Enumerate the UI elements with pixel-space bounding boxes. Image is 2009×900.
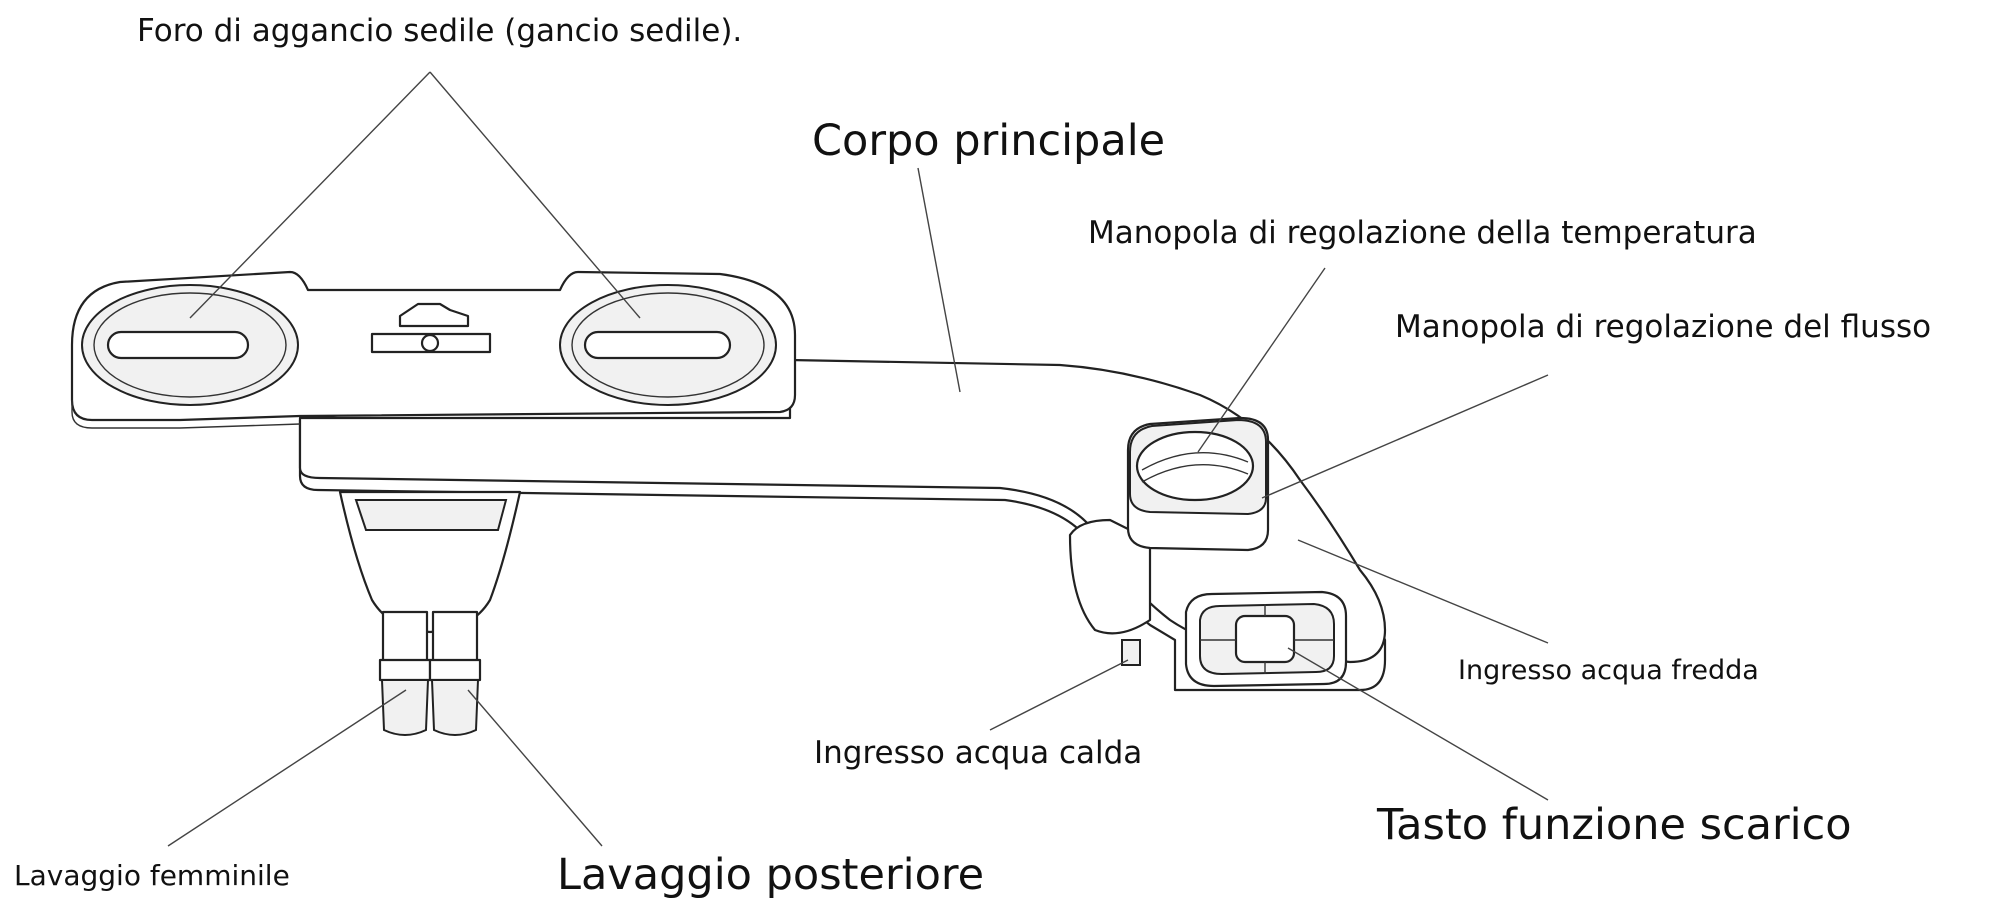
leader-hot-inlet <box>989 659 1129 731</box>
label-temperature-knob: Manopola di regolazione della temperatur… <box>1088 215 1757 251</box>
temperature-knob-grip <box>1141 452 1249 483</box>
seat-hook-hole-left-inner <box>93 292 287 398</box>
nozzle-ring-right <box>428 658 482 682</box>
nozzle-tip-right <box>430 679 480 736</box>
label-feminine-wash: Lavaggio femminile <box>14 859 290 892</box>
leader-drain-button <box>1287 647 1549 801</box>
leader-lines <box>167 71 1549 847</box>
main-body-arm <box>298 358 1387 664</box>
drain-button-dividers <box>1200 604 1334 674</box>
leader-seat-hook <box>189 71 641 319</box>
nozzle-housing-window <box>354 499 508 531</box>
label-cold-inlet: Ingresso acqua fredda <box>1458 655 1759 686</box>
nozzle-ring-left <box>378 658 432 682</box>
label-hot-inlet: Ingresso acqua calda <box>814 735 1143 771</box>
center-clip <box>398 302 470 328</box>
seat-hook-slot-left <box>106 330 250 360</box>
temperature-knob-dial <box>1135 430 1255 502</box>
label-flow-knob: Manopola di regolazione del flusso <box>1395 309 1932 345</box>
leader-feminine-wash <box>167 689 407 847</box>
label-drain-button: Tasto funzione scarico <box>1377 800 1852 850</box>
label-seat-hook: Foro di aggancio sedile (gancio sedile). <box>137 13 743 49</box>
seat-hook-slot-right <box>583 330 732 360</box>
seat-hook-hole-right-inner <box>571 292 765 398</box>
leader-temperature-knob <box>1197 267 1326 453</box>
leader-main-body <box>917 167 961 393</box>
label-rear-wash: Lavaggio posteriore <box>557 850 985 900</box>
control-pod <box>1068 518 1152 635</box>
seat-hook-plate-edge <box>71 400 301 429</box>
leader-flow-knob <box>1261 374 1549 499</box>
drain-button-center <box>1234 614 1296 664</box>
hot-water-inlet <box>1121 639 1141 666</box>
nozzle-tip-left <box>380 679 430 736</box>
leader-cold-inlet <box>1297 539 1549 644</box>
label-main-body: Corpo principale <box>812 116 1166 166</box>
leader-rear-wash <box>467 689 603 847</box>
center-clip-screw <box>420 333 440 353</box>
